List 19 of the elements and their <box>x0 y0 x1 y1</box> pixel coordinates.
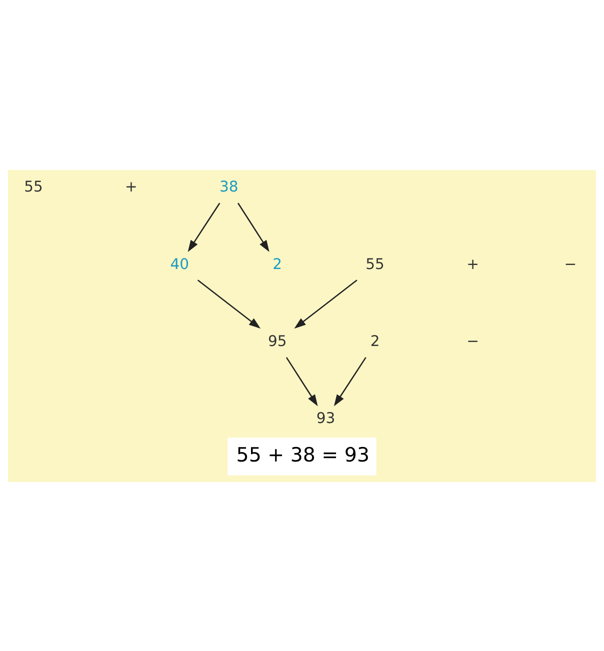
node-text: 2 <box>370 332 380 350</box>
node-text: 40 <box>170 255 190 272</box>
label: − <box>564 255 577 272</box>
node-text: 95 <box>268 332 287 350</box>
caption: 55 + 38 = 93 <box>236 443 370 466</box>
node-text: 2 <box>272 255 282 272</box>
node-text: 93 <box>316 410 336 427</box>
arrow <box>197 279 261 328</box>
arrow <box>294 279 358 328</box>
label: − <box>466 332 479 350</box>
arrow <box>188 202 220 252</box>
arrow <box>334 356 366 406</box>
label: 55 <box>24 178 43 196</box>
label: + <box>125 178 138 196</box>
label: + <box>466 255 479 272</box>
arrow <box>237 202 270 252</box>
arrow <box>286 356 318 406</box>
node-text: 38 <box>220 178 238 196</box>
node-text: 55 <box>366 255 384 272</box>
